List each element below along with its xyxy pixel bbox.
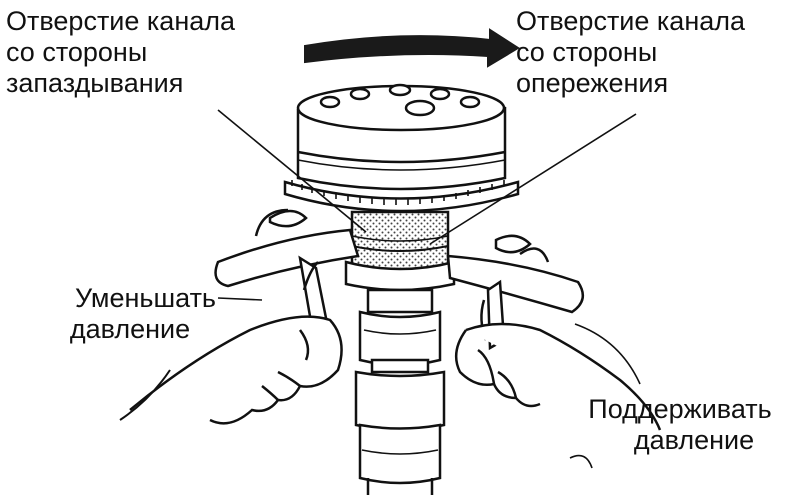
rotation-arrow-icon bbox=[304, 28, 520, 68]
right-hand bbox=[454, 322, 662, 431]
vvt-controller-housing bbox=[296, 83, 507, 191]
hold-pressure-label: Поддерживать давление bbox=[588, 394, 772, 455]
advance-port-label: Отверстие канала со стороны опережения bbox=[516, 6, 746, 98]
reduce-pressure-label: Уменьшать давление bbox=[69, 283, 216, 344]
camshaft-shaft bbox=[354, 288, 446, 495]
timing-gear bbox=[283, 180, 520, 213]
camshaft-oil-journal bbox=[344, 210, 456, 292]
left-hand bbox=[119, 315, 343, 425]
left-air-gun bbox=[214, 208, 360, 331]
leader-lines bbox=[217, 109, 641, 469]
retard-port-label: Отверстие канала со стороны запаздывания bbox=[6, 6, 236, 98]
